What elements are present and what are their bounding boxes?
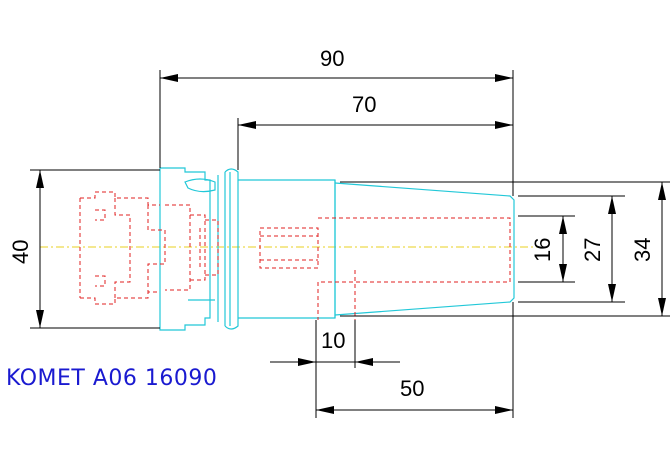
dimension-10-label: 10 [321, 328, 345, 353]
dimension-27: 27 [580, 196, 616, 302]
dimension-40: 40 [8, 170, 44, 328]
dimension-90: 90 [160, 46, 513, 82]
dimension-40-label: 40 [8, 240, 33, 264]
holder-outline [159, 167, 515, 331]
hidden-lines [79, 191, 511, 320]
dimension-16: 16 [530, 216, 567, 282]
dimension-34-label: 34 [630, 238, 655, 262]
dimension-90-label: 90 [320, 46, 344, 71]
dimension-70: 70 [238, 92, 513, 129]
dimension-50-label: 50 [400, 376, 424, 401]
dimension-16-label: 16 [530, 238, 555, 262]
dimension-10: 10 [270, 328, 400, 366]
dimension-50: 50 [316, 376, 513, 414]
drawing-caption: KOMET A06 16090 [6, 366, 217, 391]
dimension-34: 34 [630, 182, 666, 316]
dimension-70-label: 70 [352, 92, 376, 117]
extension-lines [30, 70, 670, 418]
dimension-27-label: 27 [580, 238, 605, 262]
